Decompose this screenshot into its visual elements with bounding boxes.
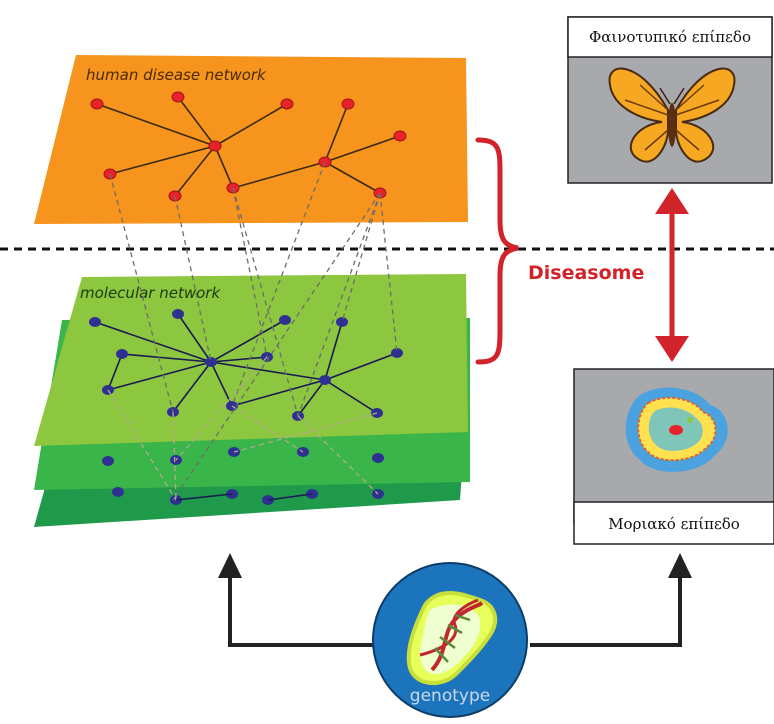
- arrow-to-molecular-level: [668, 553, 692, 578]
- molecular-panel-title: Μοριακό επίπεδο: [608, 515, 740, 533]
- disease-edges: [96, 96, 401, 197]
- butterfly-icon: [608, 67, 736, 163]
- diseasome-brace: [475, 137, 519, 365]
- molecular-network-label: molecular network: [80, 284, 221, 302]
- disease-network-label: human disease network: [86, 66, 267, 84]
- genotype-arrows: [228, 575, 682, 647]
- phenotypic-title-box: [567, 16, 773, 58]
- phenotypic-title: Φαινοτυπικό επίπεδο: [589, 28, 751, 46]
- molecular-edges: [94, 313, 398, 417]
- arrow-to-networks: [218, 553, 242, 578]
- molecular-nodes: [89, 309, 403, 421]
- back-layer-edges: [175, 493, 313, 501]
- diseasome-label: Diseasome: [528, 262, 644, 284]
- molecular-layer-1: [34, 274, 468, 446]
- level-link-arrow: [655, 188, 689, 362]
- inter-stack-links: [107, 356, 379, 501]
- dna-icon: [406, 591, 498, 685]
- cell-icon: [625, 387, 728, 472]
- molecular-title-box: [573, 501, 774, 545]
- genotype-label: genotype: [410, 686, 490, 706]
- inter-layer-links: [109, 161, 398, 501]
